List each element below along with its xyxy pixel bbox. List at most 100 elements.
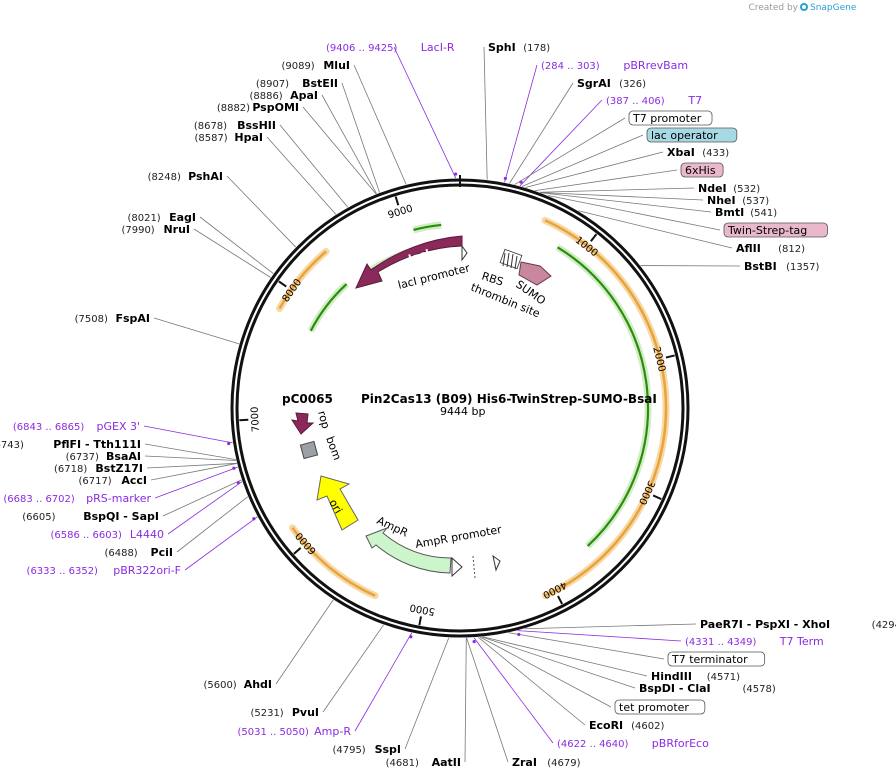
site-text: PspOMI bbox=[252, 101, 299, 114]
ori-arrow[interactable] bbox=[316, 475, 359, 531]
tick-label-4000: 4000 bbox=[541, 579, 569, 601]
site-text: (4681) bbox=[386, 758, 419, 769]
leader-line bbox=[162, 479, 242, 517]
site-text: BspQI - SapI bbox=[83, 510, 159, 523]
feature-box-label: T7 terminator bbox=[671, 653, 748, 666]
site-label-6: lac operator bbox=[521, 127, 738, 187]
site-label-38: SspI(4795) bbox=[332, 637, 450, 756]
site-text: (8886) bbox=[249, 91, 282, 102]
feature-box-label: tet promoter bbox=[619, 701, 689, 714]
site-text: PshAI bbox=[188, 170, 223, 183]
tick-mark-6000 bbox=[293, 547, 302, 555]
ampr-arrow[interactable] bbox=[365, 526, 452, 574]
site-label-40: ZraI(4679) bbox=[466, 637, 581, 769]
site-text: (8021) bbox=[127, 213, 160, 224]
site-text: (8678) bbox=[194, 121, 227, 132]
site-text: (8882) bbox=[217, 103, 250, 114]
tick-label-7000: 7000 bbox=[250, 406, 262, 432]
rop-arrow[interactable] bbox=[290, 412, 315, 435]
site-label-34: pBR322ori-F (6333 .. 6352) bbox=[27, 516, 258, 577]
site-text: PciI bbox=[151, 546, 173, 559]
brand-name: SnapGene bbox=[810, 3, 857, 13]
site-text: MluI bbox=[323, 59, 350, 72]
site-text: (6488) bbox=[104, 548, 137, 559]
site-label-42: EcoRI(4602) bbox=[478, 636, 664, 732]
site-label-33: PciI (6488) bbox=[104, 496, 249, 559]
site-text: (6717) bbox=[78, 476, 111, 487]
leader-line bbox=[176, 496, 249, 553]
site-text: (4795) bbox=[332, 745, 365, 756]
tick-label-9000: 9000 bbox=[387, 203, 415, 221]
leader-line bbox=[226, 175, 296, 248]
leader-line bbox=[193, 228, 271, 278]
site-label-29: AccI(6717) bbox=[78, 463, 237, 487]
site-text: (537) bbox=[742, 196, 769, 207]
feature-box-label: 6xHis bbox=[685, 164, 716, 177]
site-text: (9406 .. 9425) bbox=[326, 43, 398, 54]
tick-label-1000: 1000 bbox=[573, 235, 600, 259]
site-text: T7 bbox=[687, 94, 702, 107]
site-text: BstEII bbox=[302, 77, 338, 90]
site-text: (6683 .. 6702) bbox=[3, 494, 75, 505]
leader-line bbox=[393, 46, 457, 179]
site-text: (6586 .. 6603) bbox=[50, 530, 122, 541]
primer-site-marker bbox=[503, 176, 507, 181]
site-text: L4440 bbox=[130, 528, 164, 541]
site-text: pBR322ori-F bbox=[113, 564, 181, 577]
site-text: LacI-R bbox=[421, 41, 455, 54]
bom-box[interactable] bbox=[299, 440, 319, 460]
leader-line bbox=[524, 623, 697, 630]
site-text: HindIII bbox=[651, 670, 692, 683]
site-text: PaeR7I - PspXI - XhoI bbox=[700, 618, 830, 631]
rbs-label: RBS bbox=[480, 269, 505, 288]
leader-line bbox=[153, 317, 240, 345]
site-label-8: 6xHis bbox=[535, 162, 724, 192]
leader-line bbox=[154, 466, 238, 499]
ampr-promoter-arrow[interactable] bbox=[451, 556, 463, 578]
site-text: BstZ17I bbox=[95, 462, 143, 475]
leader-line bbox=[167, 481, 243, 535]
site-label-23: NruI(7990) bbox=[121, 223, 271, 278]
site-text: (4679) bbox=[547, 758, 580, 769]
site-text: PflFI - Tth111I bbox=[53, 438, 141, 451]
site-text: (6333 .. 6352) bbox=[27, 566, 99, 577]
site-text: pRS-marker bbox=[86, 492, 151, 505]
site-label-0: (9406 .. 9425) LacI-R bbox=[326, 41, 458, 179]
site-label-10: NheI(537) bbox=[540, 192, 769, 207]
site-label-41: (4622 .. 4640)pBRforEco bbox=[472, 637, 709, 750]
site-text: (532) bbox=[733, 184, 760, 195]
site-text: (812) bbox=[778, 244, 805, 255]
laci-arrow[interactable] bbox=[355, 235, 463, 289]
feature-box bbox=[723, 222, 828, 238]
site-text: BmtI bbox=[715, 206, 744, 219]
tick-label-5000: 5000 bbox=[409, 601, 436, 616]
primer-site-marker bbox=[517, 632, 521, 637]
leader-line bbox=[509, 82, 574, 184]
site-label-11: BmtI(541) bbox=[540, 192, 777, 219]
tick-mark-2000 bbox=[665, 354, 675, 359]
site-text: (4294) bbox=[872, 620, 896, 631]
rbs-cluster[interactable] bbox=[499, 248, 523, 270]
site-label-5: T7 promoter bbox=[514, 110, 713, 185]
feature-box bbox=[667, 651, 766, 667]
plasmid-short-name: pC0065 bbox=[282, 392, 333, 406]
site-label-48: PaeR7I - PspXI - XhoI (4294) bbox=[524, 618, 896, 631]
leader-line bbox=[144, 443, 236, 460]
tick-label-2000: 2000 bbox=[650, 346, 667, 373]
site-label-46: T7 terminator bbox=[508, 632, 766, 667]
laci-promoter-arrow[interactable] bbox=[461, 244, 468, 262]
leader-line bbox=[321, 94, 377, 194]
leader-line bbox=[146, 462, 237, 469]
site-label-14: BstBI(1357) bbox=[640, 260, 819, 273]
leader-line bbox=[504, 64, 538, 183]
site-text: EagI bbox=[169, 211, 196, 224]
site-text: SgrAI bbox=[577, 77, 611, 90]
leader-line bbox=[539, 187, 695, 193]
site-text: (284 .. 303) bbox=[541, 61, 600, 72]
sumo-arrow[interactable] bbox=[518, 261, 552, 286]
site-text: pBRrevBam bbox=[623, 59, 688, 72]
site-label-28: BstZ17I(6718) bbox=[54, 462, 237, 475]
site-text: (8907) bbox=[256, 79, 289, 90]
primer-site-marker bbox=[409, 635, 413, 639]
site-text: XbaI bbox=[667, 146, 695, 159]
